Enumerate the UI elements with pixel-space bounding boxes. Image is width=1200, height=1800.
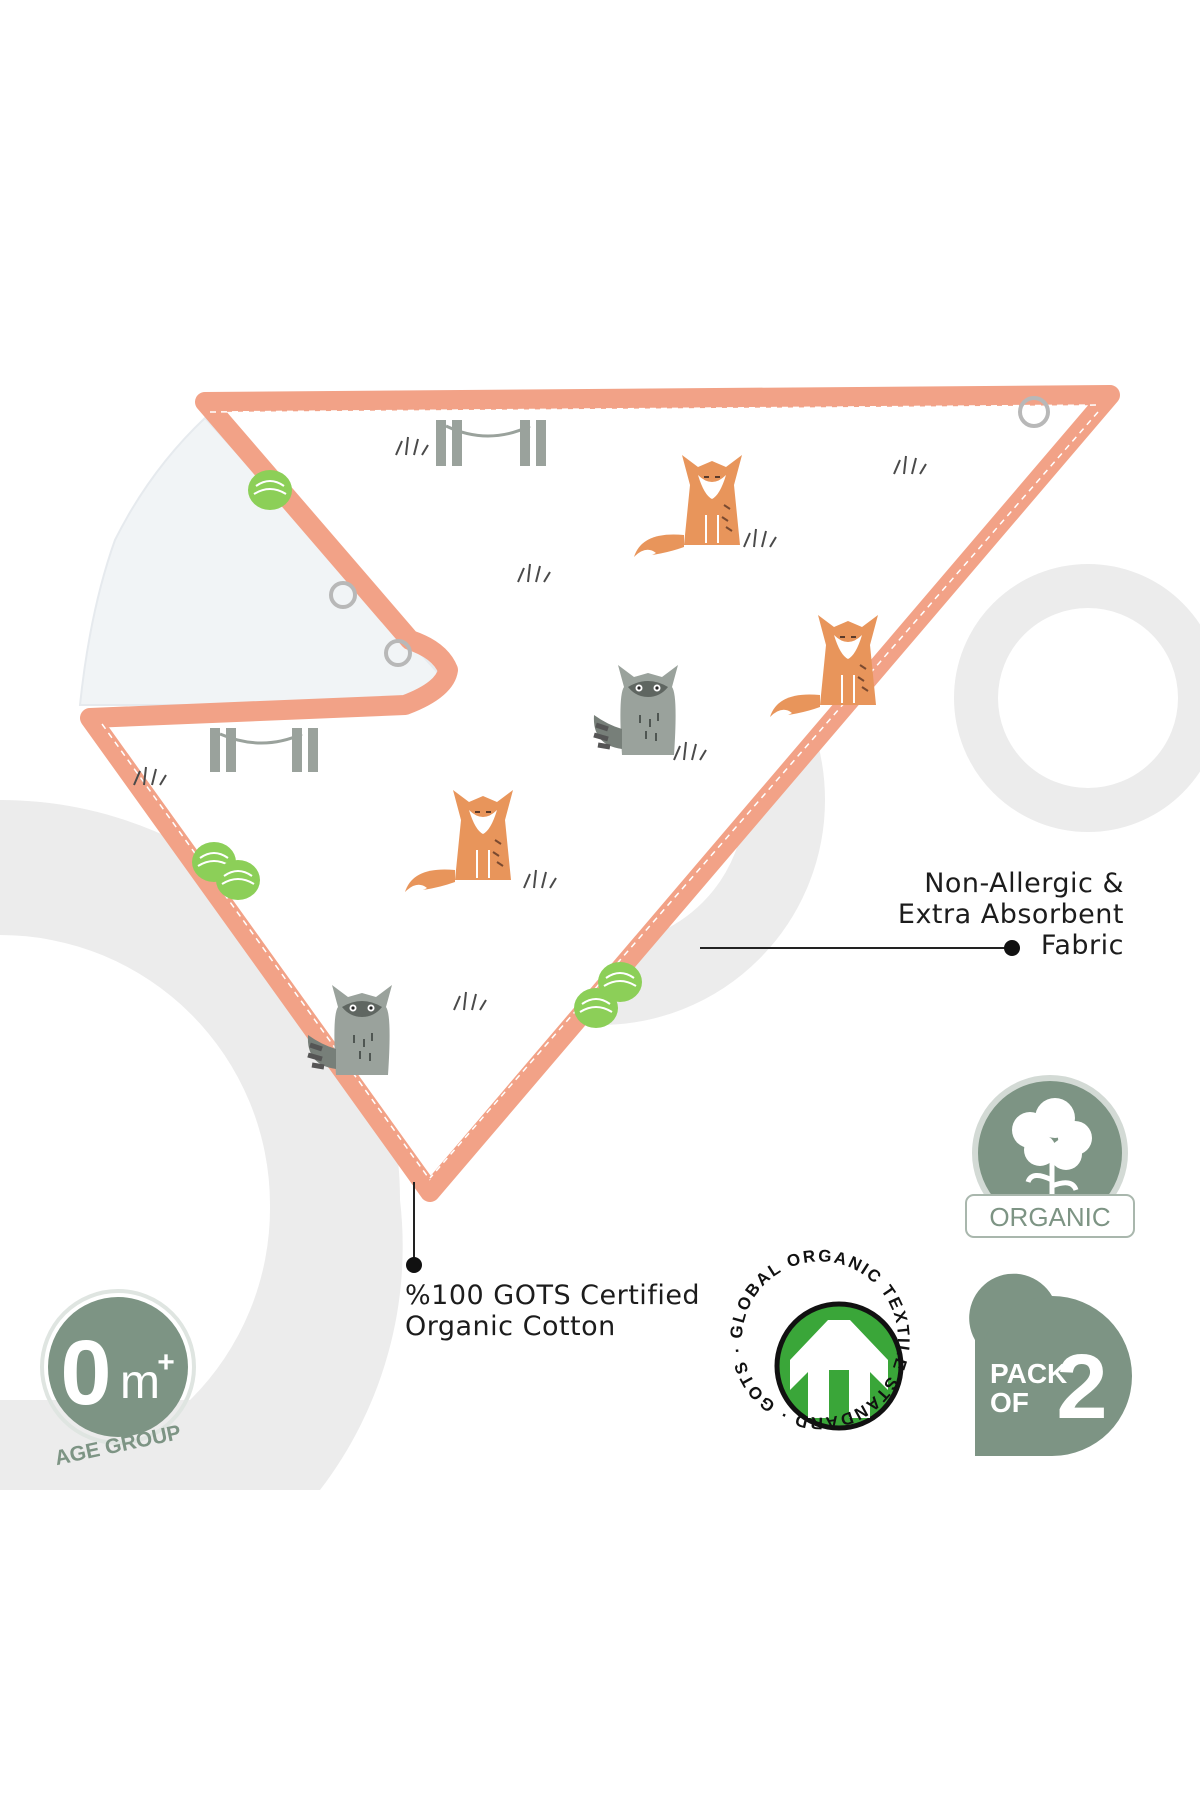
organic-badge: ORGANIC <box>965 1075 1135 1238</box>
snap-button-icon <box>329 581 357 609</box>
callout-line: Organic Cotton <box>405 1311 616 1342</box>
gots-shirt-icon <box>790 1320 888 1418</box>
age-plus: + <box>157 1346 175 1379</box>
callout-line: Extra Absorbent <box>897 899 1124 930</box>
pack-count: 2 <box>1056 1336 1107 1438</box>
callout-fabric-text: Non-Allergic & Extra Absorbent Fabric <box>764 868 1124 961</box>
snap-button-icon <box>1018 396 1050 428</box>
pack-line1: PACK <box>990 1358 1067 1389</box>
callout-line-cotton <box>406 1182 422 1273</box>
callout-cotton-text: %100 GOTS Certified Organic Cotton <box>405 1280 785 1342</box>
age-value: 0 <box>60 1322 111 1424</box>
callout-line: %100 GOTS Certified <box>405 1280 701 1311</box>
tree-print <box>247 469 293 511</box>
tree-print <box>215 859 261 901</box>
tree-print <box>573 987 619 1029</box>
organic-label: ORGANIC <box>989 1202 1110 1232</box>
pack-line2: OF <box>990 1387 1029 1418</box>
callout-line: Non-Allergic & <box>924 868 1124 899</box>
bib-trim <box>80 385 1120 1202</box>
bib-body <box>90 395 1110 1192</box>
pack-badge: PACK OF 2 <box>969 1273 1132 1456</box>
snap-button-icon <box>384 639 412 667</box>
bandana-bib <box>78 385 1120 1202</box>
age-unit: m <box>120 1356 160 1409</box>
callout-line: Fabric <box>1040 930 1124 961</box>
callout-line-fabric <box>700 940 1020 956</box>
cotton-flower-icon <box>1012 1098 1092 1196</box>
